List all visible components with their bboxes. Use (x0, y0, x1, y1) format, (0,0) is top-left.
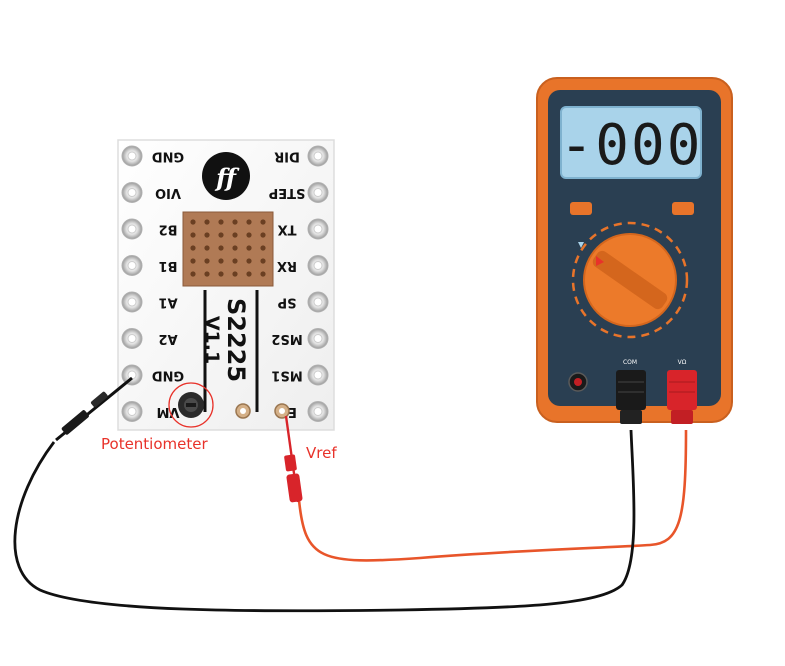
left-pin-label: GND (152, 149, 185, 164)
lcd-screen (560, 106, 702, 179)
thermal-pad (182, 211, 274, 287)
pin-hole (127, 188, 137, 197)
test-pad-1 (235, 403, 251, 419)
vref-label: Vref (306, 444, 337, 462)
pin-hole (313, 224, 323, 234)
black-test-lead (13, 429, 636, 613)
pin-hole (313, 151, 323, 161)
via (260, 271, 266, 277)
via (260, 232, 266, 238)
pin-hole (313, 407, 323, 416)
via (204, 271, 210, 277)
via (246, 271, 252, 277)
via (204, 232, 210, 238)
pin-hole (313, 297, 323, 307)
black-plug (616, 370, 646, 424)
pin-hole (127, 334, 137, 343)
via (204, 219, 210, 225)
via (246, 232, 252, 238)
pin-hole (127, 151, 137, 161)
dial-track (571, 221, 689, 339)
right-function-button[interactable] (672, 202, 694, 215)
via (190, 271, 196, 277)
via (260, 245, 266, 251)
right-pin-column: DIRSTEPTXRXSPMS2MS1EN (269, 145, 329, 422)
pin-hole (127, 297, 137, 307)
via (260, 258, 266, 264)
com-jack-label: COM (623, 359, 637, 366)
left-function-button[interactable] (570, 202, 592, 215)
rotary-dial[interactable] (583, 233, 677, 327)
via (218, 271, 224, 277)
board-version-label: V1.1 (201, 316, 223, 364)
pin-hole (127, 224, 137, 234)
via (204, 245, 210, 251)
right-pin-label: RX (277, 258, 297, 273)
via (232, 232, 238, 238)
pin-hole (313, 261, 323, 270)
via (246, 245, 252, 251)
left-pin-label: VM (157, 404, 180, 419)
via (218, 258, 224, 264)
board-model-label: S2225 (222, 298, 250, 382)
right-pin-label: SP (278, 295, 297, 310)
via (260, 219, 266, 225)
pin-hole (127, 370, 137, 380)
lcd-reading: -000 (560, 113, 703, 178)
via (246, 219, 252, 225)
svg-text:ff: ff (214, 163, 240, 192)
left-pin-label: VIO (155, 185, 181, 200)
right-pin-label: MS2 (271, 331, 302, 346)
left-pin-label: GND (152, 368, 185, 383)
left-pin-label: A1 (158, 295, 177, 310)
red-plug (667, 370, 697, 424)
multimeter: -000 COM VΩ (536, 77, 733, 424)
via (190, 245, 196, 251)
via (232, 219, 238, 225)
pin-hole (313, 370, 323, 380)
right-pin-label: MS1 (271, 368, 302, 383)
via (190, 232, 196, 238)
pin-hole (313, 188, 323, 197)
via (218, 219, 224, 225)
pin-hole (127, 261, 137, 270)
v-jack-label: VΩ (678, 359, 687, 366)
black-clip-probe[interactable] (55, 376, 133, 442)
left-pin-label: B1 (159, 258, 178, 273)
via (232, 271, 238, 277)
via (232, 258, 238, 264)
left-pin-label: B2 (159, 222, 178, 237)
thermal-vias (190, 219, 266, 277)
vref-test-pad[interactable] (274, 403, 290, 419)
right-pin-label: DIR (274, 149, 300, 164)
pin-hole (127, 407, 137, 416)
ma-jack[interactable] (568, 372, 588, 392)
via (190, 258, 196, 264)
right-pin-label: TX (278, 222, 297, 237)
left-pin-label: A2 (158, 331, 177, 346)
potentiometer-label: Potentiometer (101, 435, 208, 453)
via (204, 258, 210, 264)
via (246, 258, 252, 264)
via (218, 232, 224, 238)
pin-hole (313, 334, 323, 343)
via (218, 245, 224, 251)
dial-indicator-icon (578, 242, 584, 248)
right-pin-label: STEP (269, 185, 306, 200)
red-test-lead (297, 429, 688, 562)
potentiometer[interactable] (168, 382, 214, 428)
via (190, 219, 196, 225)
brand-logo-icon: ff (202, 152, 250, 200)
red-clip-probe[interactable] (284, 415, 303, 503)
via (232, 245, 238, 251)
